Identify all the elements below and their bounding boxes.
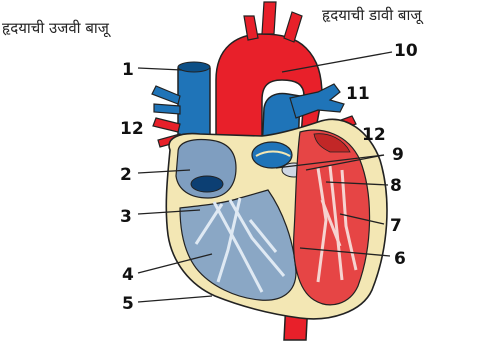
callout-10: 10: [394, 41, 418, 61]
callout-9: 9: [392, 145, 404, 165]
callout-4: 4: [122, 265, 134, 285]
aortic-branch-3: [284, 12, 302, 42]
vena-cava-opening: [191, 176, 223, 192]
callout-2: 2: [120, 165, 132, 185]
callout-12-left: 12: [120, 119, 144, 139]
right-pulmonary-artery-upper: [153, 118, 180, 132]
callout-1: 1: [122, 60, 134, 80]
callout-6: 6: [394, 249, 406, 269]
callout-7: 7: [390, 216, 402, 236]
callout-12-right: 12: [362, 125, 386, 145]
right-pulmonary-vein-lower: [154, 104, 180, 114]
callout-11: 11: [346, 84, 370, 104]
callout-5: 5: [122, 294, 134, 314]
right-pulmonary-vein-upper: [152, 86, 180, 104]
callout-8: 8: [390, 176, 402, 196]
callout-3: 3: [120, 207, 132, 227]
aortic-branch-2: [262, 2, 276, 34]
